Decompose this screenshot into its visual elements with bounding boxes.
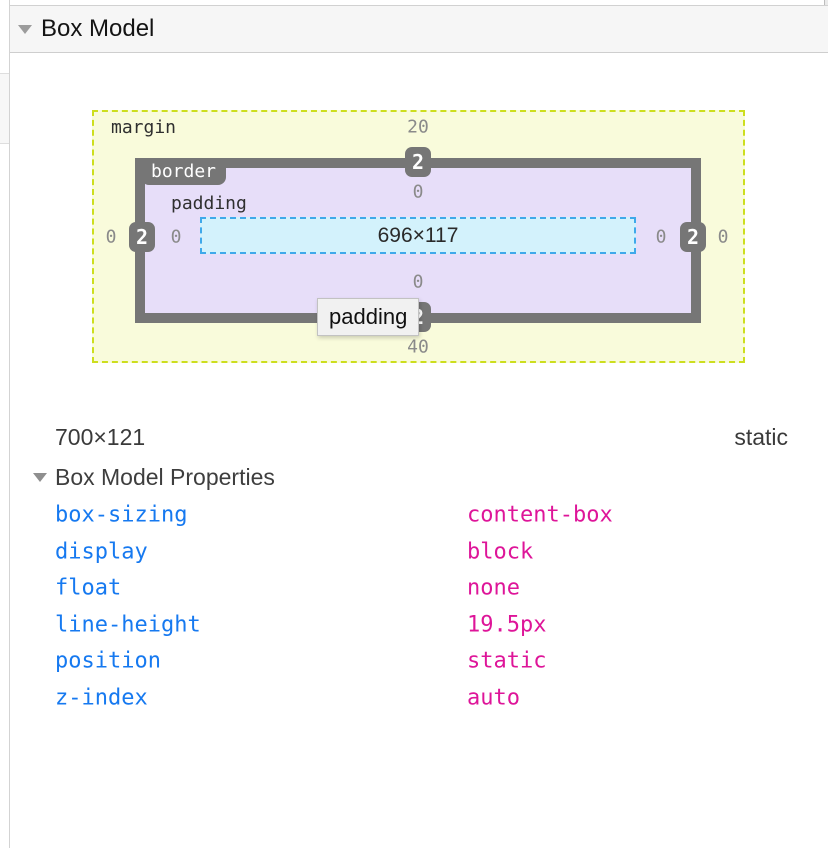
- padding-left-value[interactable]: 0: [170, 226, 182, 248]
- margin-label: margin: [111, 117, 177, 138]
- node-summary: 700×121 static: [55, 424, 788, 451]
- property-row: float none: [0, 570, 828, 607]
- property-row: line-height 19.5px: [0, 607, 828, 644]
- border-right-value[interactable]: 2: [680, 222, 706, 252]
- property-value: block: [467, 539, 534, 565]
- margin-bottom-value[interactable]: 40: [407, 336, 429, 358]
- property-value: none: [467, 575, 520, 601]
- top-right-divider-tick: [824, 0, 825, 5]
- border-top-value[interactable]: 2: [405, 147, 431, 177]
- property-row: z-index auto: [0, 680, 828, 717]
- node-dimensions: 700×121: [55, 424, 146, 450]
- padding-bottom-value[interactable]: 0: [412, 271, 424, 293]
- property-name: position: [55, 648, 161, 674]
- content-size-label[interactable]: 696×117: [377, 223, 459, 247]
- property-name: z-index: [55, 685, 148, 711]
- properties-list: box-sizing content-box display block flo…: [0, 497, 828, 716]
- property-value: 19.5px: [467, 612, 547, 638]
- margin-top-value[interactable]: 20: [407, 116, 429, 138]
- panel-left-divider: [9, 0, 10, 848]
- top-right-corner: [825, 0, 828, 5]
- disclosure-triangle-icon: [33, 473, 47, 482]
- property-row: display block: [0, 534, 828, 571]
- border-label: border: [141, 158, 227, 185]
- property-value: static: [467, 648, 547, 674]
- margin-left-value[interactable]: 0: [105, 226, 117, 248]
- box-model-section-header[interactable]: Box Model: [10, 5, 828, 53]
- padding-label: padding: [171, 193, 247, 214]
- content-region[interactable]: 696×117: [200, 217, 636, 254]
- node-position: static: [734, 424, 788, 450]
- property-row: box-sizing content-box: [0, 497, 828, 534]
- padding-tooltip: padding: [317, 298, 420, 336]
- property-name: float: [55, 575, 122, 601]
- property-name: display: [55, 539, 148, 565]
- property-name: line-height: [55, 612, 201, 638]
- box-model-properties-header[interactable]: Box Model Properties: [33, 464, 275, 491]
- properties-section-title: Box Model Properties: [55, 464, 275, 490]
- border-left-value[interactable]: 2: [129, 222, 155, 252]
- margin-right-value[interactable]: 0: [717, 226, 729, 248]
- section-title: Box Model: [41, 15, 155, 42]
- property-value: content-box: [467, 502, 613, 528]
- property-row: position static: [0, 643, 828, 680]
- property-name: box-sizing: [55, 502, 188, 528]
- padding-right-value[interactable]: 0: [655, 226, 667, 248]
- property-value: auto: [467, 685, 520, 711]
- adjacent-panel-sliver: [0, 73, 9, 144]
- disclosure-triangle-icon: [18, 24, 32, 34]
- padding-top-value[interactable]: 0: [412, 181, 424, 203]
